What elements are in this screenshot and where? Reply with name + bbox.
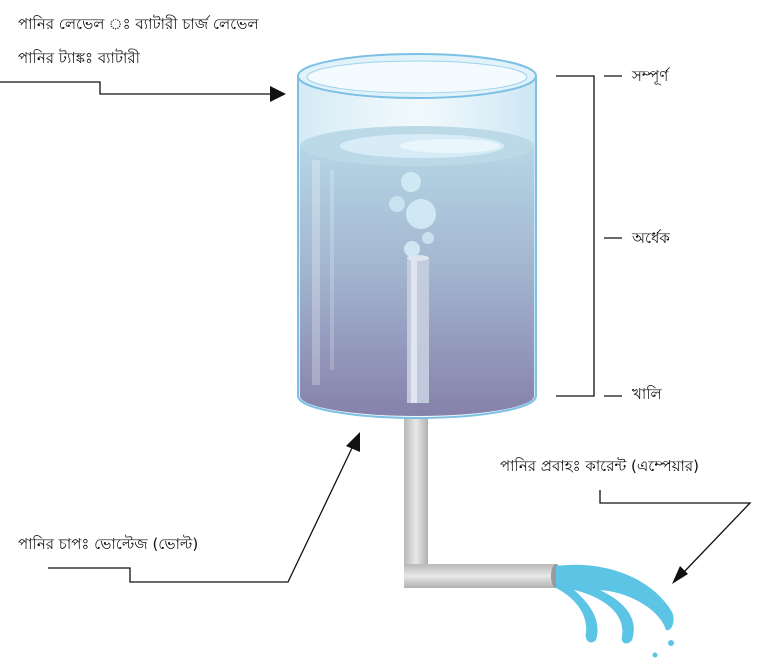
level-bracket <box>556 75 622 397</box>
scale-empty-label: খালি <box>632 385 662 403</box>
water-jet <box>556 564 674 658</box>
water-pressure-label: পানির চাপঃ ভোল্টেজ (ভোল্ট) <box>18 535 199 553</box>
water-flow-label: পানির প্রবাহঃ কারেন্ট (এম্পেয়ার) <box>500 457 699 475</box>
water-tank <box>297 53 537 419</box>
pressure-arrow <box>48 432 360 583</box>
tank-arrow <box>0 81 286 102</box>
water-tank-label: পানির ট্যাঙ্কঃ ব্যাটারী <box>18 49 140 67</box>
flow-arrow <box>599 490 752 584</box>
scale-full-label: সম্পূর্ণ <box>632 67 669 85</box>
water-level-label: পানির লেভেল ঃ ব্যাটারী চার্জ লেভেল <box>18 15 259 33</box>
outlet-pipe <box>404 418 561 588</box>
scale-half-label: অর্ধেক <box>632 229 670 247</box>
